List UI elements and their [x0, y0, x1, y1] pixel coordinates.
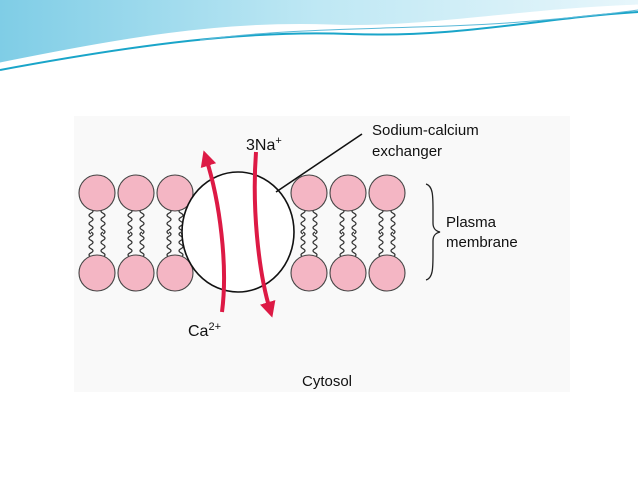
membrane-brace [425, 183, 441, 281]
lipid-tail [127, 208, 133, 235]
lipid-head [117, 174, 155, 212]
lipid-tail [100, 208, 106, 235]
lipid-tail [351, 231, 357, 258]
exchanger-label-line2: exchanger [372, 143, 442, 160]
sodium-ion-charge: + [275, 135, 281, 147]
lipid-tail [178, 231, 184, 258]
header-wave-line-thin [199, 9, 638, 41]
lipid-head [368, 174, 406, 212]
lipid-tail [178, 208, 184, 235]
lipid-tail [390, 231, 396, 258]
calcium-ion-charge: 2+ [208, 321, 221, 333]
lipid-tail [339, 231, 345, 258]
lipid-tail [166, 231, 172, 258]
exchanger-pointer-line [275, 133, 363, 193]
lipid-head [329, 174, 367, 212]
lipid-head [368, 254, 406, 292]
lipid-tail [351, 208, 357, 235]
calcium-ion-label: Ca2+ [188, 321, 221, 340]
exchanger-label-line1: Sodium-calcium [372, 122, 479, 139]
lipid-tail [139, 231, 145, 258]
lipid-tail [88, 208, 94, 235]
calcium-ion-text: Ca [188, 323, 209, 340]
header-wave-line-teal [0, 11, 638, 71]
lipid-tail [378, 231, 384, 258]
membrane-label-line1: Plasma [446, 214, 497, 231]
lipid-tail [378, 208, 384, 235]
lipid-head [329, 254, 367, 292]
lipid-head [78, 174, 116, 212]
lipid-head [78, 254, 116, 292]
header-wave-decoration [0, 0, 638, 71]
lipid-tail [312, 208, 318, 235]
lipid-tail [390, 208, 396, 235]
lipid-tail [88, 231, 94, 258]
header-wave-fill [0, 0, 638, 64]
lipid-head [156, 254, 194, 292]
lipid-tail [300, 231, 306, 258]
calcium-efflux-arrow [200, 150, 227, 313]
lipid-tail [339, 208, 345, 235]
sodium-influx-arrow [252, 151, 276, 318]
figure-background [74, 116, 570, 392]
lipid-head [290, 174, 328, 212]
lipid-head [117, 254, 155, 292]
lipid-tail [312, 231, 318, 258]
exchanger-protein [181, 171, 295, 293]
membrane-label-line2: membrane [446, 234, 518, 251]
header-wave-line-light [0, 4, 638, 66]
cytosol-label: Cytosol [302, 373, 352, 390]
lipid-tail [300, 208, 306, 235]
lipid-heads [78, 174, 406, 292]
lipid-tails [88, 208, 396, 258]
lipid-head [156, 174, 194, 212]
sodium-ion-text: 3Na [246, 137, 275, 154]
lipid-tail [166, 208, 172, 235]
lipid-tail [100, 231, 106, 258]
lipid-tail [139, 208, 145, 235]
lipid-tail [127, 231, 133, 258]
lipid-head [290, 254, 328, 292]
sodium-ion-label: 3Na+ [246, 135, 282, 154]
